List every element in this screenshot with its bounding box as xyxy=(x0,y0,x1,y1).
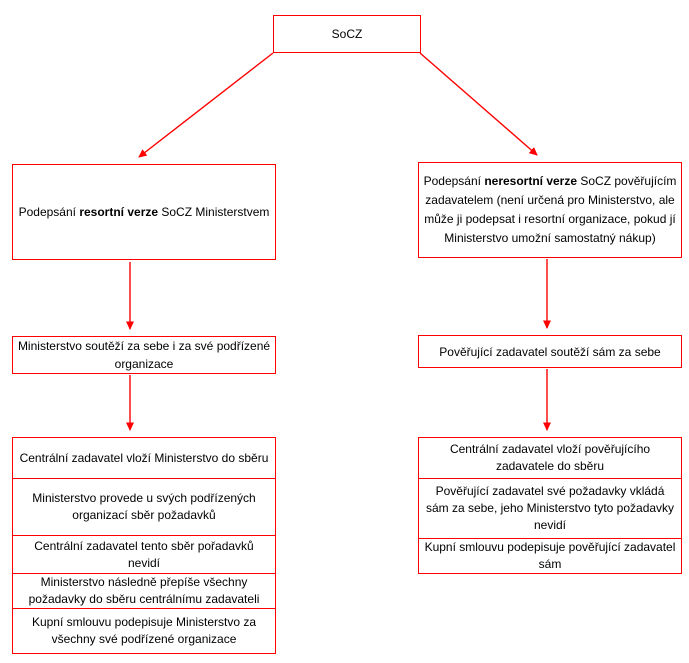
right-step-text: Kupní smlouvu podepisuje pověřující zada… xyxy=(424,540,676,571)
arrow-root-to-right xyxy=(419,52,538,156)
right-step-text: Centrální zadavatel vloží pověřujícího z… xyxy=(449,442,651,473)
right-step-row: Pověřující zadavatel své požadavky vklád… xyxy=(419,479,681,539)
left-step-row: Centrální zadavatel vloží Ministerstvo d… xyxy=(13,438,275,479)
right-step-row: Kupní smlouvu podepisuje pověřující zada… xyxy=(419,539,681,573)
right-branch-tender-text: Pověřující zadavatel soutěží sám za sebe xyxy=(439,344,661,359)
left-branch-tender-box: Ministerstvo soutěží za sebe i za své po… xyxy=(12,336,276,374)
left-branch-tender-text: Ministerstvo soutěží za sebe i za své po… xyxy=(17,339,271,371)
right-step-row: Centrální zadavatel vloží pověřujícího z… xyxy=(419,438,681,479)
left-step-text: Ministerstvo následně přepíše všechny po… xyxy=(28,575,260,606)
right-step-text: Pověřující zadavatel své požadavky vklád… xyxy=(425,484,675,532)
left-branch-signing-box: Podepsání resortní verze SoCZ Ministerst… xyxy=(12,164,276,260)
left-branch-bold-phrase: resortní verze xyxy=(79,205,159,219)
left-step-row: Ministerstvo provede u svých podřízených… xyxy=(13,479,275,536)
right-branch-steps-stack: Centrální zadavatel vloží pověřujícího z… xyxy=(418,437,682,574)
left-step-row: Kupní smlouvu podepisuje Ministerstvo za… xyxy=(13,609,275,653)
left-branch-steps-stack: Centrální zadavatel vloží Ministerstvo d… xyxy=(12,437,276,654)
right-branch-bold-phrase: neresortní verze xyxy=(484,174,578,188)
root-node-label: SoCZ xyxy=(331,27,363,41)
left-step-row: Centrální zadavatel tento sběr pořadavků… xyxy=(13,536,275,574)
left-step-row: Ministerstvo následně přepíše všechny po… xyxy=(13,574,275,609)
left-branch-signing-text: Podepsání resortní verze SoCZ Ministerst… xyxy=(18,205,270,219)
left-step-text: Centrální zadavatel vloží Ministerstvo d… xyxy=(19,450,269,465)
left-step-text: Kupní smlouvu podepisuje Ministerstvo za… xyxy=(31,615,257,646)
right-branch-signing-text: Podepsání neresortní verze SoCZ pověřují… xyxy=(423,174,677,245)
root-node-socz: SoCZ xyxy=(273,15,421,53)
right-branch-tender-box: Pověřující zadavatel soutěží sám za sebe xyxy=(418,335,682,368)
left-step-text: Ministerstvo provede u svých podřízených… xyxy=(32,491,256,522)
arrow-root-to-left xyxy=(138,52,274,158)
left-step-text: Centrální zadavatel tento sběr pořadavků… xyxy=(34,538,254,570)
right-branch-signing-box: Podepsání neresortní verze SoCZ pověřují… xyxy=(418,162,682,258)
